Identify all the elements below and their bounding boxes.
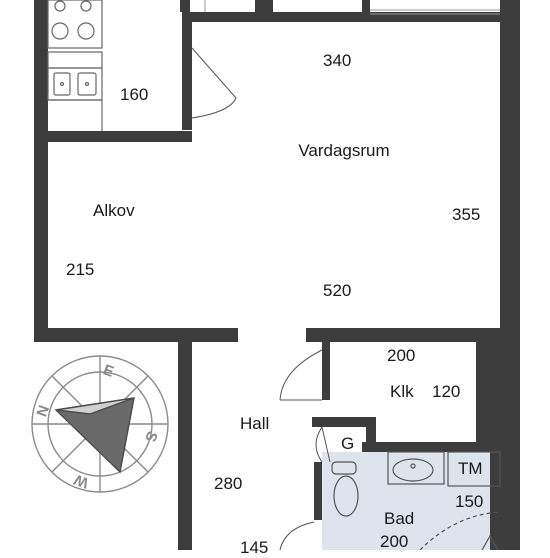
living-dim-1: 340	[323, 51, 352, 70]
living-room-label: Vardagsrum	[298, 141, 390, 160]
windows	[204, 0, 500, 15]
compass-n: N	[33, 403, 53, 419]
closet-label: Klk	[390, 382, 414, 401]
hall-dim-2: 145	[240, 538, 269, 557]
closet-dim-2: 120	[432, 382, 461, 401]
washer-dim: 150	[455, 492, 484, 511]
hall-dim-1: 280	[214, 474, 243, 493]
living-dim-2: 355	[452, 205, 481, 224]
bathroom-label: Bad	[384, 509, 415, 528]
living-dim-3: 520	[323, 281, 352, 300]
compass-e: E	[101, 361, 116, 380]
kitchen-fixtures	[47, 0, 103, 131]
alcove-dim: 215	[66, 260, 95, 279]
compass-w: W	[71, 470, 91, 491]
bathroom-fixtures	[331, 451, 501, 550]
compass-s: S	[141, 429, 160, 444]
closet-dim-1: 200	[387, 346, 416, 365]
alcove-label: Alkov	[93, 201, 135, 220]
bathroom-floor	[322, 452, 500, 550]
washer-label: TM	[458, 459, 483, 478]
cabinet-label: G	[341, 434, 355, 453]
door-swings	[191, 47, 331, 550]
hall-label: Hall	[240, 414, 270, 433]
kitchen-dim: 160	[120, 85, 149, 104]
compass-rose	[31, 355, 169, 493]
bathroom-dim: 200	[380, 532, 409, 551]
walls	[34, 0, 520, 550]
